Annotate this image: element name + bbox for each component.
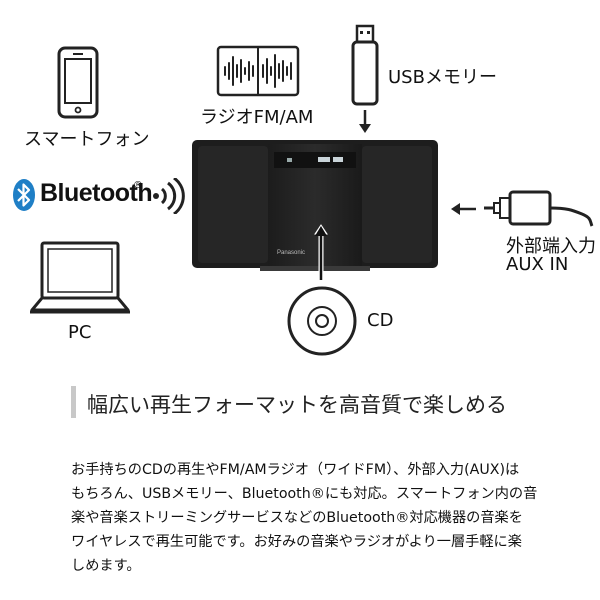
body-line: 楽や音楽ストリーミングサービスなどのBluetooth®対応機器の音楽を [71, 510, 523, 526]
aux-arrow-icon [451, 203, 476, 215]
bluetooth-label: Bluetooth [40, 179, 153, 207]
laptop-icon [30, 241, 130, 314]
smartphone-icon [57, 46, 99, 119]
pc-label: PC [68, 322, 92, 343]
bluetooth-icon [13, 179, 35, 211]
smartphone-label: スマートフォン [24, 129, 150, 150]
radio-waveform-icon [216, 45, 300, 97]
cd-disc-icon [287, 286, 357, 356]
body-line: もちろん、USBメモリー、Bluetooth®にも対応。スマートフォン内の音 [71, 486, 538, 502]
body-paragraph: お手持ちのCDの再生やFM/AMラジオ（ワイドFM）、外部入力(AUX)は もち… [71, 458, 551, 578]
usb-stick-icon [351, 24, 379, 106]
cd-label: CD [367, 310, 394, 331]
cd-arrow-icon [314, 224, 328, 280]
aux-label-line1: 外部端入力 [506, 236, 596, 257]
aux-label-line2: AUX IN [506, 254, 569, 275]
aux-cable-icon [484, 190, 594, 227]
radio-label: ラジオFM/AM [200, 107, 314, 128]
usb-label: USBメモリー [388, 67, 497, 88]
section-heading: 幅広い再生フォーマットを高音質で楽しめる [87, 393, 507, 417]
usb-arrow-icon [359, 110, 371, 133]
device-brand: Panasonic [277, 250, 306, 256]
heading-accent-bar [71, 386, 76, 418]
body-line: しめます。 [71, 558, 141, 574]
body-line: ワイヤレスで再生可能です。お好みの音楽やラジオがより一層手軽に楽 [71, 534, 522, 550]
body-line: お手持ちのCDの再生やFM/AMラジオ（ワイドFM）、外部入力(AUX)は [71, 462, 520, 478]
stereo-device [192, 140, 438, 271]
wireless-waves-icon [153, 178, 185, 214]
bluetooth-registered-mark: ® [133, 180, 143, 191]
